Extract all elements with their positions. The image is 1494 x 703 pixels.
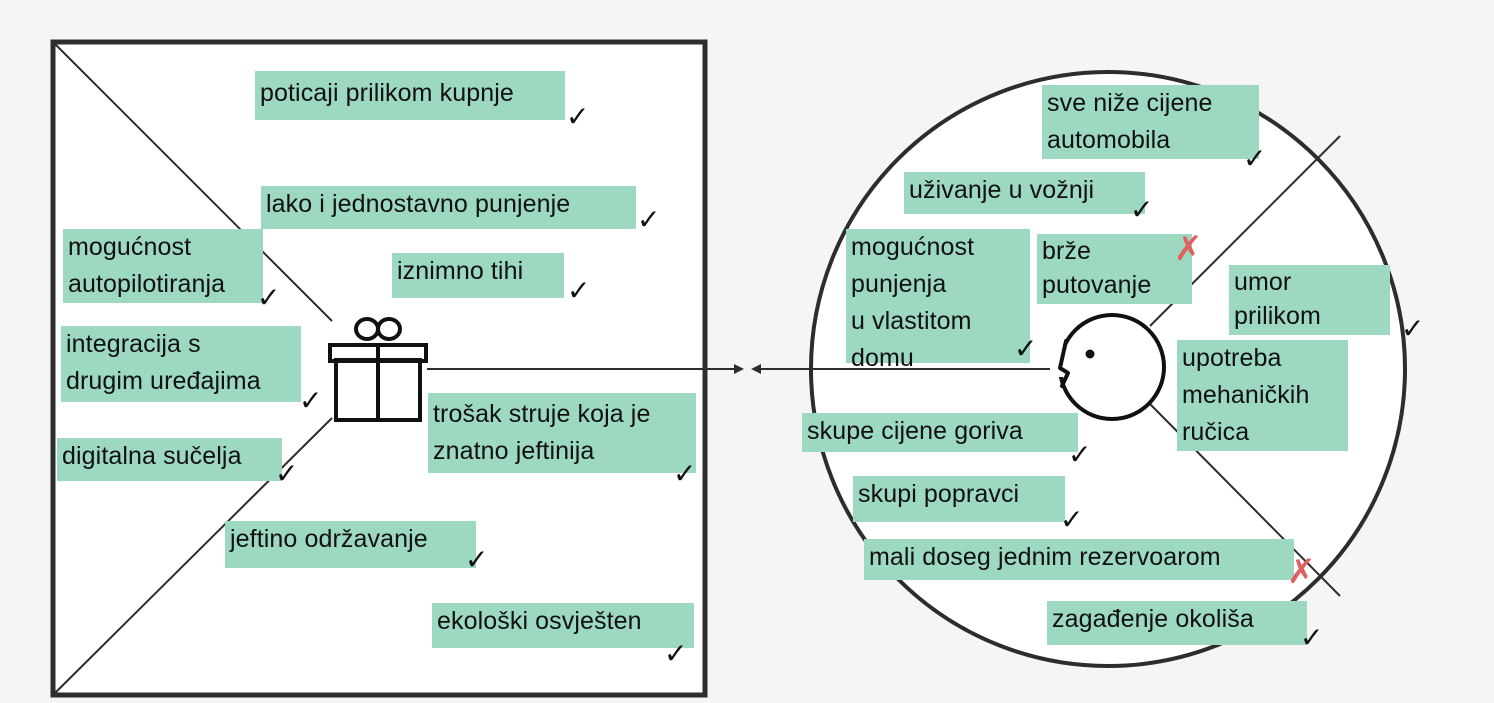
note-autopilot: mogućnost autopilotiranja [63,229,263,303]
note-doseg: mali doseg jednim rezervoarom [864,539,1294,580]
check-icon: ✓ [1300,621,1324,654]
note-digitalna: digitalna sučelja [57,438,282,481]
note-rucice: upotreba mehaničkih ručica [1177,340,1348,451]
value-map-diagonal-lower [54,417,333,694]
note-odrzavanje: jeftino održavanje [225,521,476,568]
check-icon: ✓ [1060,503,1084,536]
check-icon: ✓ [566,100,590,133]
note-popravci: skupi popravci [853,476,1065,522]
check-icon: ✓ [1014,332,1038,365]
fit-arrowhead-left [751,364,761,374]
check-icon: ✓ [1068,438,1092,471]
gift-icon [328,317,428,422]
check-icon: ✓ [673,457,697,490]
note-lako: lako i jednostavno punjenje [261,186,636,229]
fit-arrowhead-right [734,364,744,374]
cross-icon: ✗ [1174,229,1203,269]
check-icon: ✓ [637,203,661,236]
check-icon: ✓ [257,281,281,314]
check-icon: ✓ [299,384,323,417]
check-icon: ✓ [664,637,688,670]
value-map-diagonal-upper [54,43,333,322]
check-icon: ✓ [465,543,489,576]
face-icon [1050,313,1166,421]
note-brze: brže putovanje [1037,234,1192,304]
note-uzivanje: uživanje u vožnji [904,172,1145,214]
note-cijene: sve niže cijene automobila [1042,85,1259,159]
note-gorivo: skupe cijene goriva [802,413,1078,452]
note-poticaji: poticaji prilikom kupnje [255,71,565,120]
note-punjenje-dom: mogućnost punjenja u vlastitom domu [846,229,1030,372]
check-icon: ✓ [567,274,591,307]
note-integracija: integracija s drugim uređajima [61,326,301,402]
check-icon: ✓ [1243,142,1267,175]
note-umor: umor prilikom vožnje [1229,265,1390,364]
note-zagadenje: zagađenje okoliša [1047,601,1307,645]
check-icon: ✓ [275,457,299,490]
cross-icon: ✗ [1287,552,1316,592]
note-tihi: iznimno tihi [392,253,564,298]
note-ekoloski: ekološki osvješten [432,603,694,648]
note-trosak: trošak struje koja je znatno jeftinija [428,393,696,473]
check-icon: ✓ [1401,312,1425,345]
check-icon: ✓ [1130,193,1154,226]
